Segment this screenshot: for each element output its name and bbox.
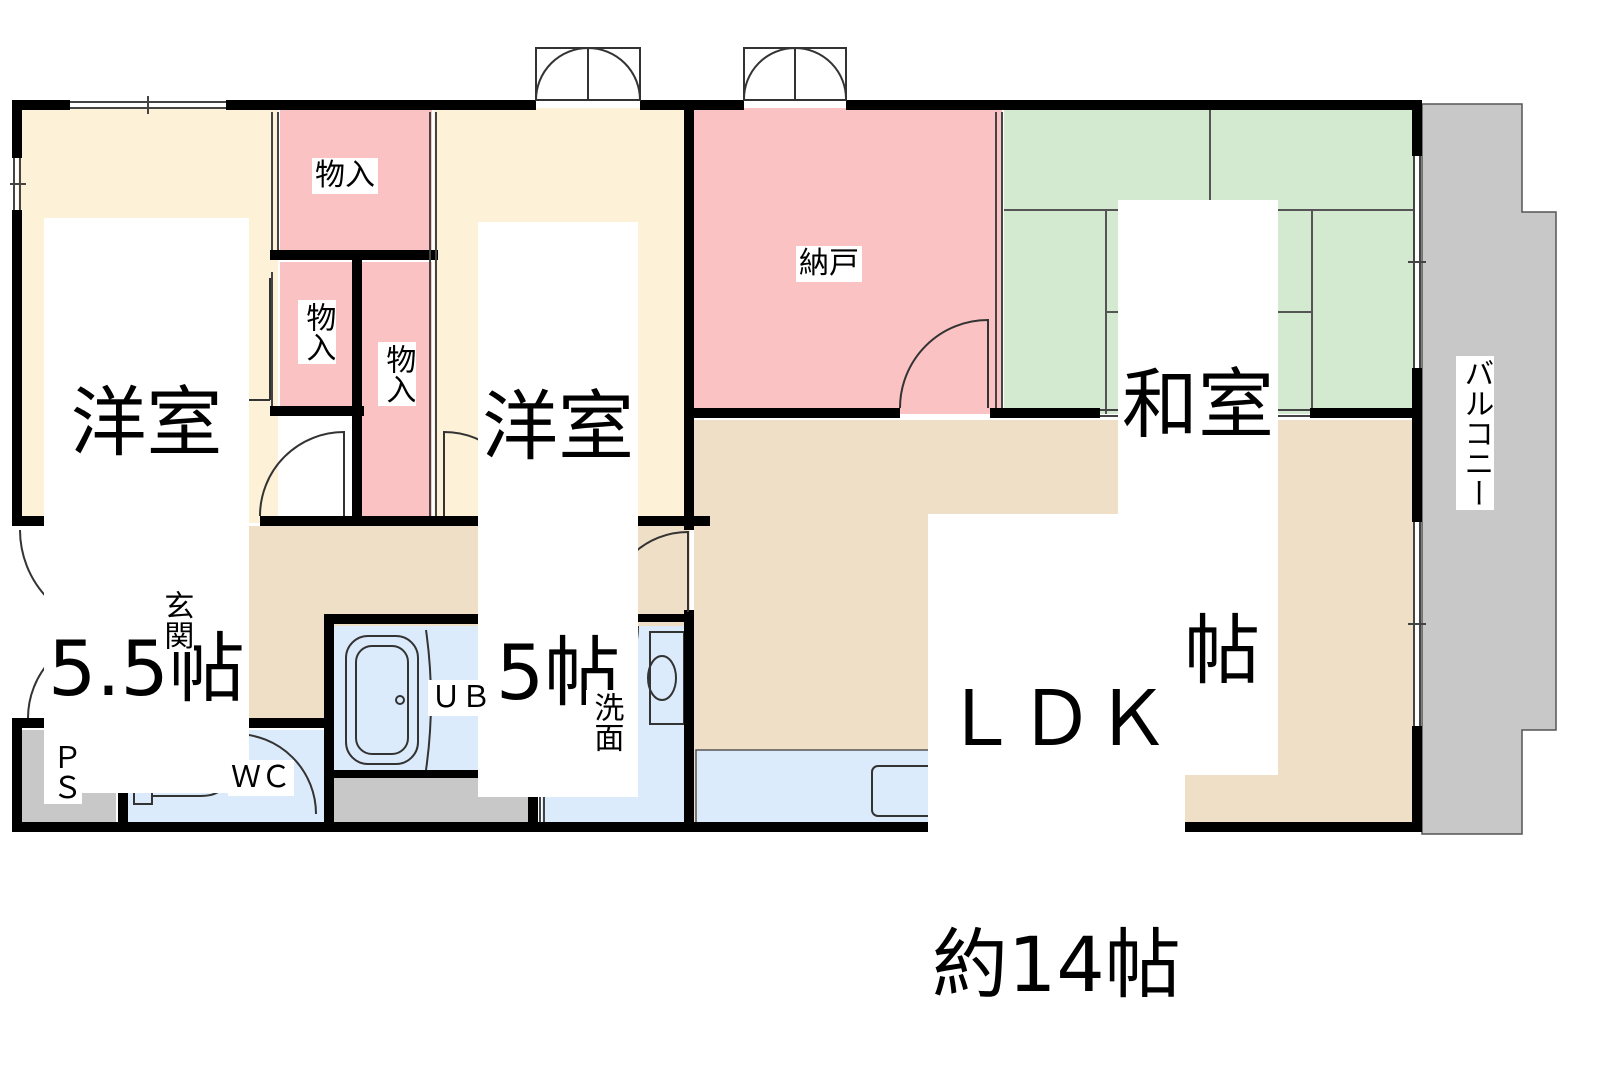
balcony-label: バルコニー (1456, 356, 1495, 510)
bathtub (345, 635, 419, 765)
western-room-2-name: 洋室 (482, 382, 634, 472)
closet-tall-label: 物入 (378, 342, 417, 406)
ldk-label: ＬＤＫ 約14帖 (928, 514, 1185, 1089)
ldk-size: 約14帖 (932, 920, 1181, 1010)
closet-top-label: 物入 (312, 158, 378, 195)
closet-small-label: 物入 (298, 300, 337, 364)
western-room-1-size: 5.5帖 (48, 624, 245, 714)
western-room-2-label: 洋室 5帖 (478, 222, 638, 797)
washroom-label: 洗面 (586, 690, 625, 754)
pipe-space-label: ＰＳ (44, 740, 83, 804)
ldk-name: ＬＤＫ (942, 674, 1171, 764)
fixtures (128, 629, 975, 817)
toilet-label: ＷＣ (228, 760, 294, 797)
bath-label: ＵＢ (428, 680, 494, 717)
japanese-room-name: 和室 (1122, 360, 1274, 450)
western-room-1-name: 洋室 (70, 378, 223, 468)
storage-room-label: 納戸 (796, 246, 862, 283)
western-room-1-label: 洋室 5.5帖 (44, 218, 249, 793)
entrance-label: 玄関 (156, 588, 195, 652)
